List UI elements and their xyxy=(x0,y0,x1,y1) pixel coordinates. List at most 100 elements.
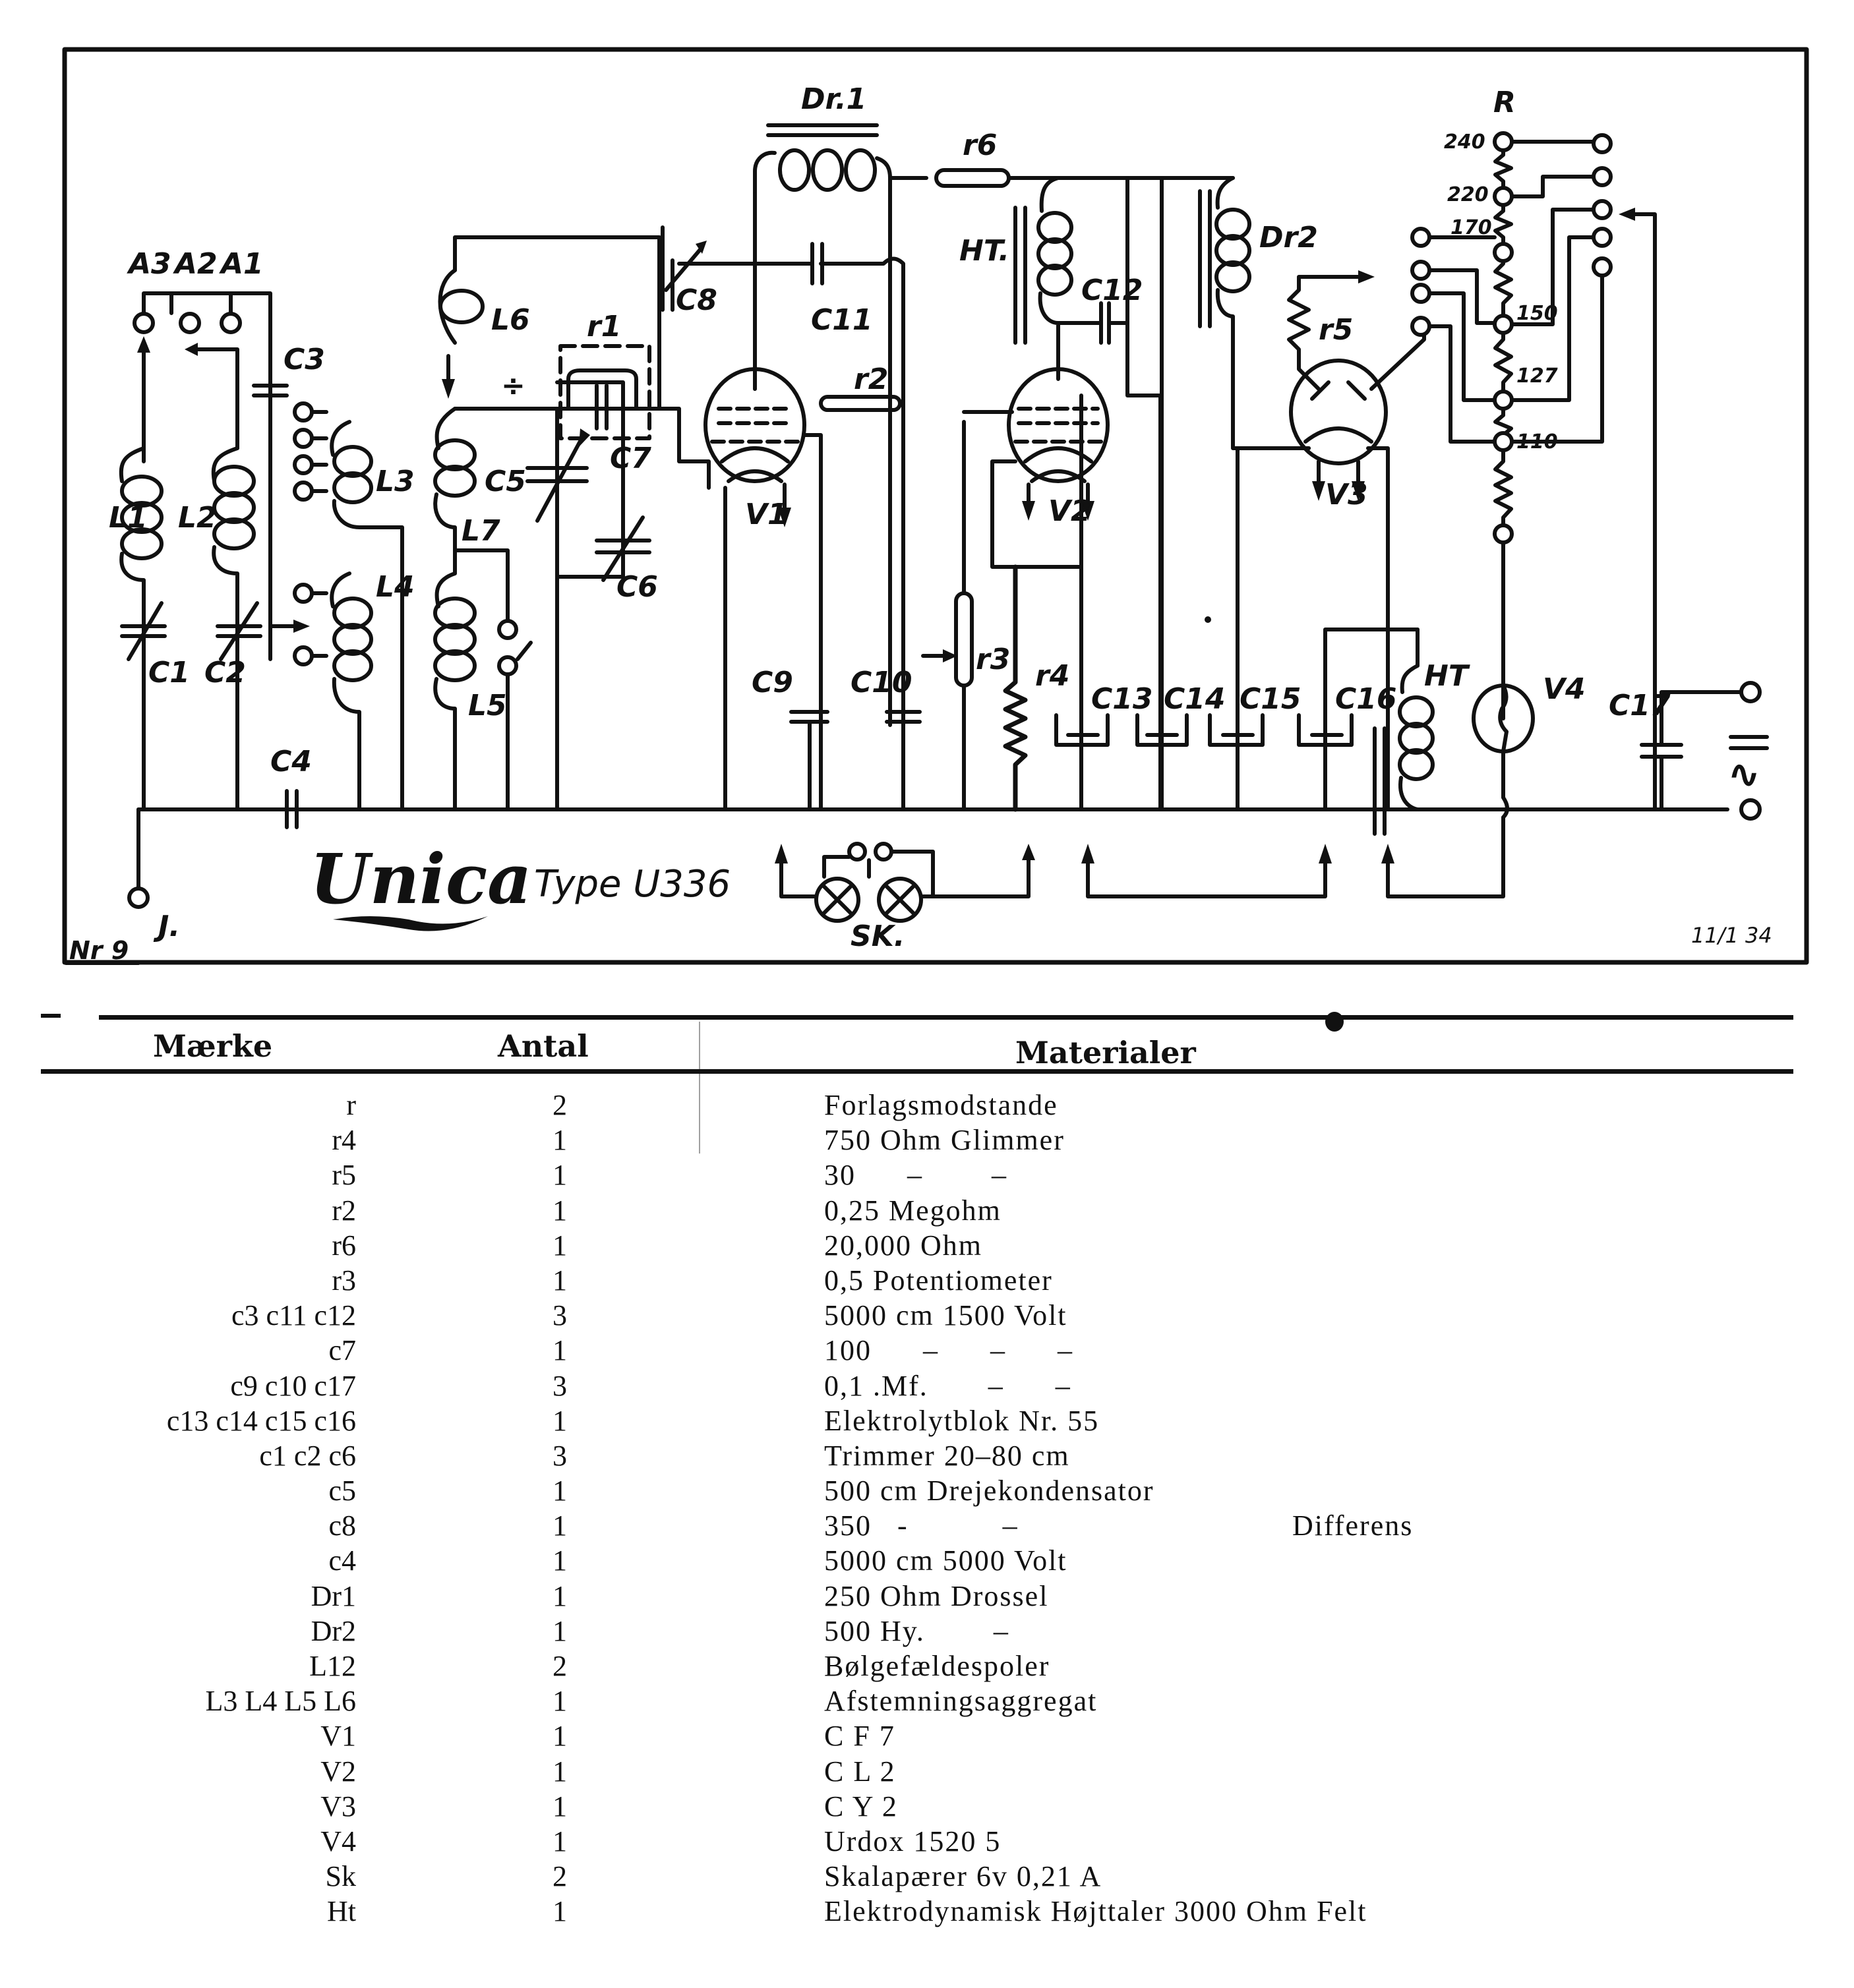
mains-terminal-2[interactable] xyxy=(1739,798,1762,821)
tap-240[interactable] xyxy=(1493,131,1514,152)
label-L4: L4 xyxy=(376,570,415,604)
selector-contact[interactable] xyxy=(1592,133,1613,154)
label-C1: C1 xyxy=(148,656,190,689)
capacitor-C17 xyxy=(1640,690,1743,811)
mains-terminal-1[interactable] xyxy=(1739,681,1762,703)
part-mark: L12 xyxy=(309,1650,356,1682)
part-qty: 1 xyxy=(553,1790,567,1823)
electrolytic-C15 xyxy=(1208,446,1265,811)
selector-contact[interactable] xyxy=(1592,199,1613,220)
antenna-terminal-a1[interactable] xyxy=(220,312,242,334)
label-L2: L2 xyxy=(178,501,217,535)
stray-dot xyxy=(1205,616,1211,623)
selector-contact[interactable] xyxy=(1592,227,1613,248)
label-SK: SK. xyxy=(851,920,905,953)
coil-L3 xyxy=(330,420,404,811)
coil-L2 xyxy=(211,446,256,811)
selector-arrow xyxy=(1627,212,1657,811)
dc-symbol xyxy=(1729,735,1769,750)
selector-contact[interactable] xyxy=(1592,256,1613,278)
arrow-head xyxy=(442,379,455,399)
tap-bottom[interactable] xyxy=(1493,523,1514,544)
part-qty: 2 xyxy=(553,1089,567,1121)
part-mark: r5 xyxy=(332,1159,356,1192)
label-C7: C7 xyxy=(610,442,651,475)
brand-logo: Unica xyxy=(310,838,532,920)
label-r1: r1 xyxy=(587,310,621,343)
tap-label-127: 127 xyxy=(1516,365,1558,388)
capacitor-C12 xyxy=(1056,301,1129,345)
switch-contact-top[interactable] xyxy=(497,619,518,640)
part-mark: r2 xyxy=(332,1194,356,1227)
part-material: 0,25 Megohm xyxy=(824,1194,1002,1227)
electrolytic-C14 xyxy=(1135,176,1189,811)
arrow-head xyxy=(137,336,150,353)
part-qty: 1 xyxy=(553,1159,567,1192)
part-mark: V4 xyxy=(320,1825,356,1857)
selector-contact[interactable] xyxy=(1410,283,1431,304)
label-L7: L7 xyxy=(462,514,500,548)
wire xyxy=(555,380,625,579)
part-material: 500 cm Drejekondensator xyxy=(824,1475,1154,1507)
capacitor-C4 xyxy=(285,789,299,829)
label-C3: C3 xyxy=(284,343,325,376)
part-mark: c9 c10 c17 xyxy=(230,1369,356,1402)
trimmer-C1 xyxy=(120,601,167,661)
part-material: Bølgefældespoler xyxy=(824,1650,1050,1682)
switch-arm xyxy=(506,641,533,811)
selector-contacts xyxy=(1410,133,1613,337)
label-r6: r6 xyxy=(963,129,997,162)
coil-L6 xyxy=(438,268,485,345)
tap-170[interactable] xyxy=(1493,242,1514,263)
part-material: 750 Ohm Glimmer xyxy=(824,1124,1065,1157)
part-qty: 1 xyxy=(553,1334,567,1367)
selector-contact[interactable] xyxy=(1410,227,1431,248)
part-material: Skalapærer 6v 0,21 A xyxy=(824,1860,1102,1893)
part-qty: 1 xyxy=(553,1475,567,1507)
selector-contact[interactable] xyxy=(1410,316,1431,337)
label-C11: C11 xyxy=(811,303,873,337)
trimmer-C6 xyxy=(595,515,651,582)
lamp-return-wiring xyxy=(1086,815,1505,898)
selector-contact[interactable] xyxy=(1410,260,1431,281)
tap-220[interactable] xyxy=(1493,186,1514,207)
tube-V2 xyxy=(1007,367,1110,483)
potentiometer-r3[interactable] xyxy=(954,591,974,687)
part-mark: c4 xyxy=(328,1544,356,1577)
antenna-terminal-a2[interactable] xyxy=(179,312,201,334)
part-qty: 1 xyxy=(553,1509,567,1542)
tap-110[interactable] xyxy=(1493,431,1514,452)
label-A2: A2 xyxy=(173,247,218,281)
arrow-head xyxy=(778,508,791,527)
selector-contact[interactable] xyxy=(1592,166,1613,187)
tap-150[interactable] xyxy=(1493,314,1514,335)
part-qty: 1 xyxy=(553,1685,567,1718)
resistor-r6 xyxy=(934,168,1011,188)
switch-contact-bottom[interactable] xyxy=(497,655,518,676)
label-C14: C14 xyxy=(1164,682,1226,716)
part-qty: 1 xyxy=(553,1614,567,1647)
coil-L1 xyxy=(119,446,164,811)
capacitor-C9 xyxy=(789,710,829,811)
part-material: 5000 cm 5000 Volt xyxy=(824,1544,1067,1577)
part-mark: L3 L4 L5 L6 xyxy=(205,1685,356,1718)
variable-capacitor-C5 xyxy=(525,428,590,523)
tap-127[interactable] xyxy=(1493,390,1514,411)
part-material: Elektrolytblok Nr. 55 xyxy=(824,1404,1100,1437)
speaker-core-HT xyxy=(1373,726,1387,836)
part-mark: V2 xyxy=(320,1755,356,1788)
signature: 11/1 34 xyxy=(1691,923,1772,948)
ground-terminal[interactable] xyxy=(127,887,150,909)
label-C12: C12 xyxy=(1081,274,1143,307)
ac-symbol: ∿ xyxy=(1727,751,1760,798)
antenna-terminal-a3[interactable] xyxy=(133,312,155,334)
